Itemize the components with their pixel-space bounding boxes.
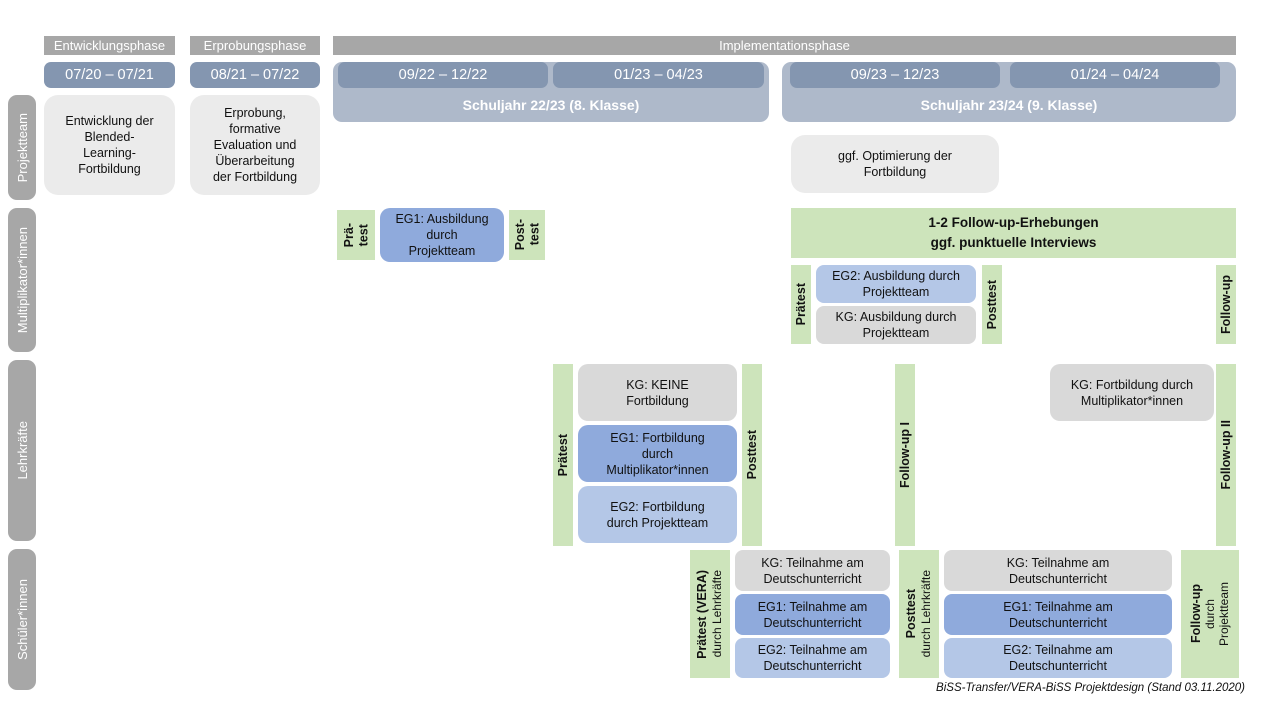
box-kg-fortbildung-multiplikatoren: KG: Fortbildung durch Multiplikator*inne… bbox=[1050, 364, 1214, 421]
box-kg-teilnahme-2: KG: Teilnahme am Deutschunterricht bbox=[944, 550, 1172, 591]
followup2-bar-label: Follow-up II bbox=[1218, 420, 1233, 490]
followup-bar-multiplikatoren: Follow-up bbox=[1216, 265, 1236, 344]
date-pill-0821-0722: 08/21 – 07/22 bbox=[190, 62, 320, 88]
posttest-bar-lehrkraefte: Posttest bbox=[742, 364, 762, 546]
box-erprobung-evaluation: Erprobung, formative Evaluation und Über… bbox=[190, 95, 320, 195]
followup-label: Follow-up bbox=[1188, 584, 1203, 644]
posttest-bar-multiplikatoren-1: Post- test bbox=[509, 210, 545, 260]
box-eg2-teilnahme-1: EG2: Teilnahme am Deutschunterricht bbox=[735, 638, 890, 678]
box-kg-teilnahme-1: KG: Teilnahme am Deutschunterricht bbox=[735, 550, 890, 591]
posttest-bar-multiplikatoren-2: Posttest bbox=[982, 265, 1002, 344]
posttest-bar-label: Posttest bbox=[984, 279, 999, 330]
date-pill-0123-0423: 01/23 – 04/23 bbox=[553, 62, 764, 88]
phase-bar-erprobungsphase: Erprobungsphase bbox=[190, 36, 320, 55]
posttest-bar-schueler: Posttest durch Lehrkräfte bbox=[899, 550, 939, 678]
box-kg-keine-fortbildung: KG: KEINE Fortbildung bbox=[578, 364, 737, 421]
sidebar-row-projektteam: Projektteam bbox=[8, 95, 36, 200]
praetest-bar-label: Prä- test bbox=[341, 222, 370, 248]
box-entwicklung-fortbildung: Entwicklung der Blended- Learning- Fortb… bbox=[44, 95, 175, 195]
posttest-bar-label: Posttest bbox=[744, 430, 759, 480]
box-eg1-teilnahme-1: EG1: Teilnahme am Deutschunterricht bbox=[735, 594, 890, 635]
followup1-bar-lehrkraefte: Follow-up I bbox=[895, 364, 915, 546]
date-pill-0922-1222: 09/22 – 12/22 bbox=[338, 62, 548, 88]
box-eg2-teilnahme-2: EG2: Teilnahme am Deutschunterricht bbox=[944, 638, 1172, 678]
box-kg-ausbildung-projektteam: KG: Ausbildung durch Projektteam bbox=[816, 306, 976, 344]
posttest-sublabel: durch Lehrkräfte bbox=[918, 570, 933, 658]
followup-bar-label: Follow-up bbox=[1218, 274, 1233, 334]
box-eg2-ausbildung-projektteam: EG2: Ausbildung durch Projektteam bbox=[816, 265, 976, 303]
box-eg1-teilnahme-2: EG1: Teilnahme am Deutschunterricht bbox=[944, 594, 1172, 635]
posttest-label: Posttest bbox=[904, 589, 919, 639]
box-followup-erhebungen: 1-2 Follow-up-Erhebungen ggf. punktuelle… bbox=[791, 208, 1236, 258]
followup-sublabel: durch Projektteam bbox=[1202, 581, 1231, 647]
box-eg1-ausbildung-projektteam: EG1: Ausbildung durch Projektteam bbox=[380, 208, 504, 262]
sidebar-row-schuelerinnen: Schüler*innen bbox=[8, 549, 36, 690]
praetest-bar-multiplikatoren-2: Prätest bbox=[791, 265, 811, 344]
sidebar-label-projektteam: Projektteam bbox=[14, 112, 30, 183]
date-pill-0124-0424: 01/24 – 04/24 bbox=[1010, 62, 1220, 88]
box-optimierung-fortbildung: ggf. Optimierung der Fortbildung bbox=[791, 135, 999, 193]
sidebar-label-lehrkraefte: Lehrkräfte bbox=[14, 421, 30, 480]
date-pill-0923-1223: 09/23 – 12/23 bbox=[790, 62, 1000, 88]
sidebar-label-schuelerinnen: Schüler*innen bbox=[14, 579, 30, 660]
sidebar-row-lehrkraefte: Lehrkräfte bbox=[8, 360, 36, 541]
followup-bar-schueler: Follow-up durch Projektteam bbox=[1181, 550, 1239, 678]
footer-caption: BiSS-Transfer/VERA-BiSS Projektdesign (S… bbox=[936, 682, 1245, 694]
praetest-vera-bar-schueler: Prätest (VERA) durch Lehrkräfte bbox=[690, 550, 730, 678]
phase-bar-entwicklungsphase: Entwicklungsphase bbox=[44, 36, 175, 55]
schoolyear-label-22-23: Schuljahr 22/23 (8. Klasse) bbox=[462, 97, 640, 113]
date-pill-0720-0721: 07/20 – 07/21 bbox=[44, 62, 175, 88]
praetest-bar-multiplikatoren-1: Prä- test bbox=[337, 210, 375, 260]
box-eg1-fortbildung-multiplikatoren: EG1: Fortbildung durch Multiplikator*inn… bbox=[578, 425, 737, 482]
followup2-bar-lehrkraefte: Follow-up II bbox=[1216, 364, 1236, 546]
phase-bar-implementationsphase: Implementationsphase bbox=[333, 36, 1236, 55]
box-eg2-fortbildung-projektteam: EG2: Fortbildung durch Projektteam bbox=[578, 486, 737, 543]
schoolyear-label-23-24: Schuljahr 23/24 (9. Klasse) bbox=[920, 97, 1098, 113]
praetest-bar-label: Prätest bbox=[555, 433, 570, 477]
posttest-bar-label: Post- test bbox=[512, 219, 541, 251]
sidebar-row-multiplikatorinnen: Multiplikator*innen bbox=[8, 208, 36, 352]
praetest-vera-label: Prätest (VERA) bbox=[695, 569, 710, 659]
sidebar-label-multiplikatorinnen: Multiplikator*innen bbox=[14, 226, 30, 334]
praetest-bar-label: Prätest bbox=[793, 283, 808, 326]
praetest-bar-lehrkraefte: Prätest bbox=[553, 364, 573, 546]
followup1-bar-label: Follow-up I bbox=[897, 422, 912, 488]
praetest-vera-sublabel: durch Lehrkräfte bbox=[709, 570, 724, 658]
